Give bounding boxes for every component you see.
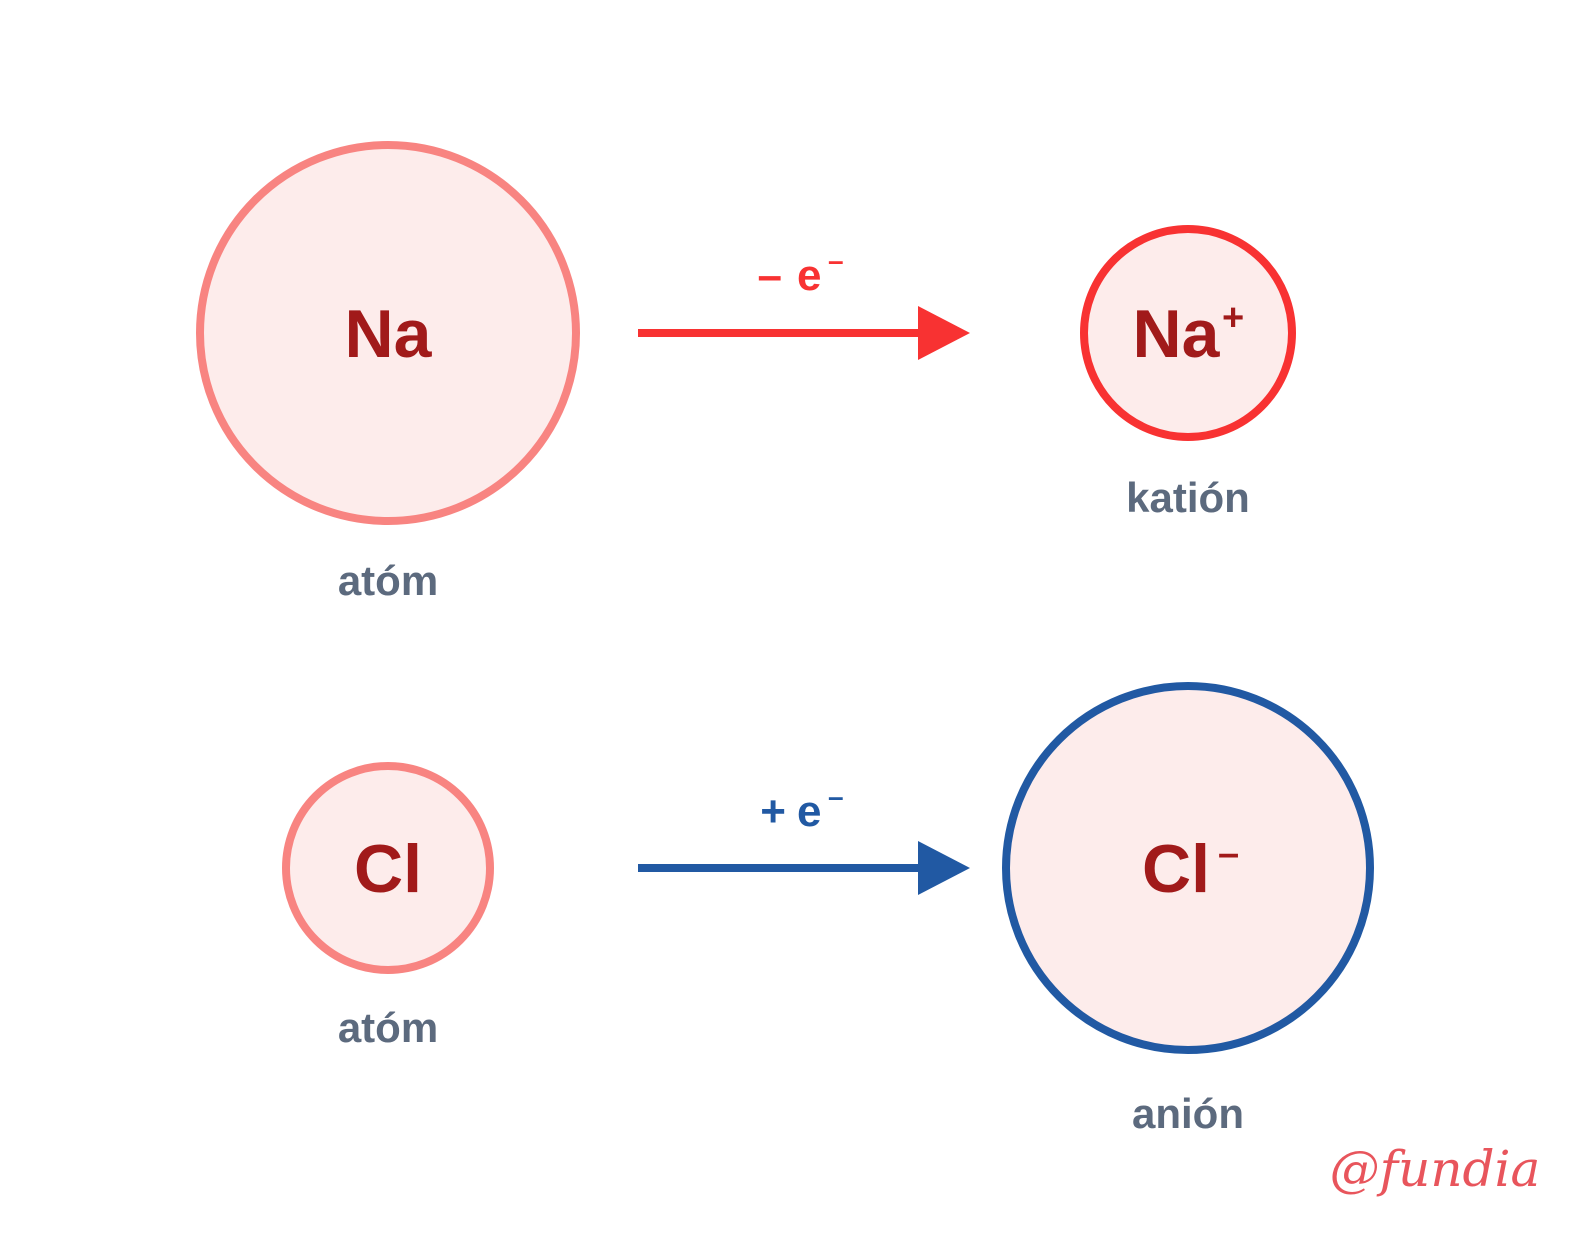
electron-loss-sign: – — [758, 251, 782, 300]
sodium-cation-symbol: Na — [1133, 296, 1221, 372]
chlorine-row: Cl atóm + e – Cl – anión — [282, 682, 1374, 1137]
chlorine-atom-label: atóm — [338, 1004, 438, 1051]
electron-gain-arrow-head — [918, 841, 970, 895]
chlorine-atom-circle — [282, 762, 494, 974]
chloride-anion-charge: – — [1218, 833, 1239, 875]
sodium-cation-label: katión — [1126, 474, 1250, 521]
sodium-cation-charge: + — [1222, 297, 1244, 339]
electron-loss-label: – e – — [758, 245, 844, 300]
chloride-anion-label: anión — [1132, 1090, 1244, 1137]
electron-gain-particle-charge: – — [828, 781, 844, 812]
sodium-row: Na atóm – e – Na + katión — [196, 141, 1296, 604]
sodium-atom-label: atóm — [338, 557, 438, 604]
sodium-atom-circle — [196, 141, 580, 525]
electron-gain-label: + e – — [760, 781, 843, 836]
chloride-anion-circle — [1002, 682, 1374, 1054]
electron-gain-sign: + — [760, 787, 786, 836]
electron-gain-particle: e — [797, 787, 821, 836]
sodium-atom-symbol: Na — [345, 296, 433, 372]
electron-loss-particle: e — [797, 251, 821, 300]
chlorine-atom-symbol: Cl — [354, 831, 422, 907]
electron-loss-arrow-head — [918, 306, 970, 360]
chloride-anion-symbol: Cl — [1142, 831, 1210, 907]
electron-loss-particle-charge: – — [828, 245, 844, 276]
sodium-cation-circle — [1080, 225, 1296, 441]
watermark-signature: @fundia — [1330, 1140, 1541, 1198]
